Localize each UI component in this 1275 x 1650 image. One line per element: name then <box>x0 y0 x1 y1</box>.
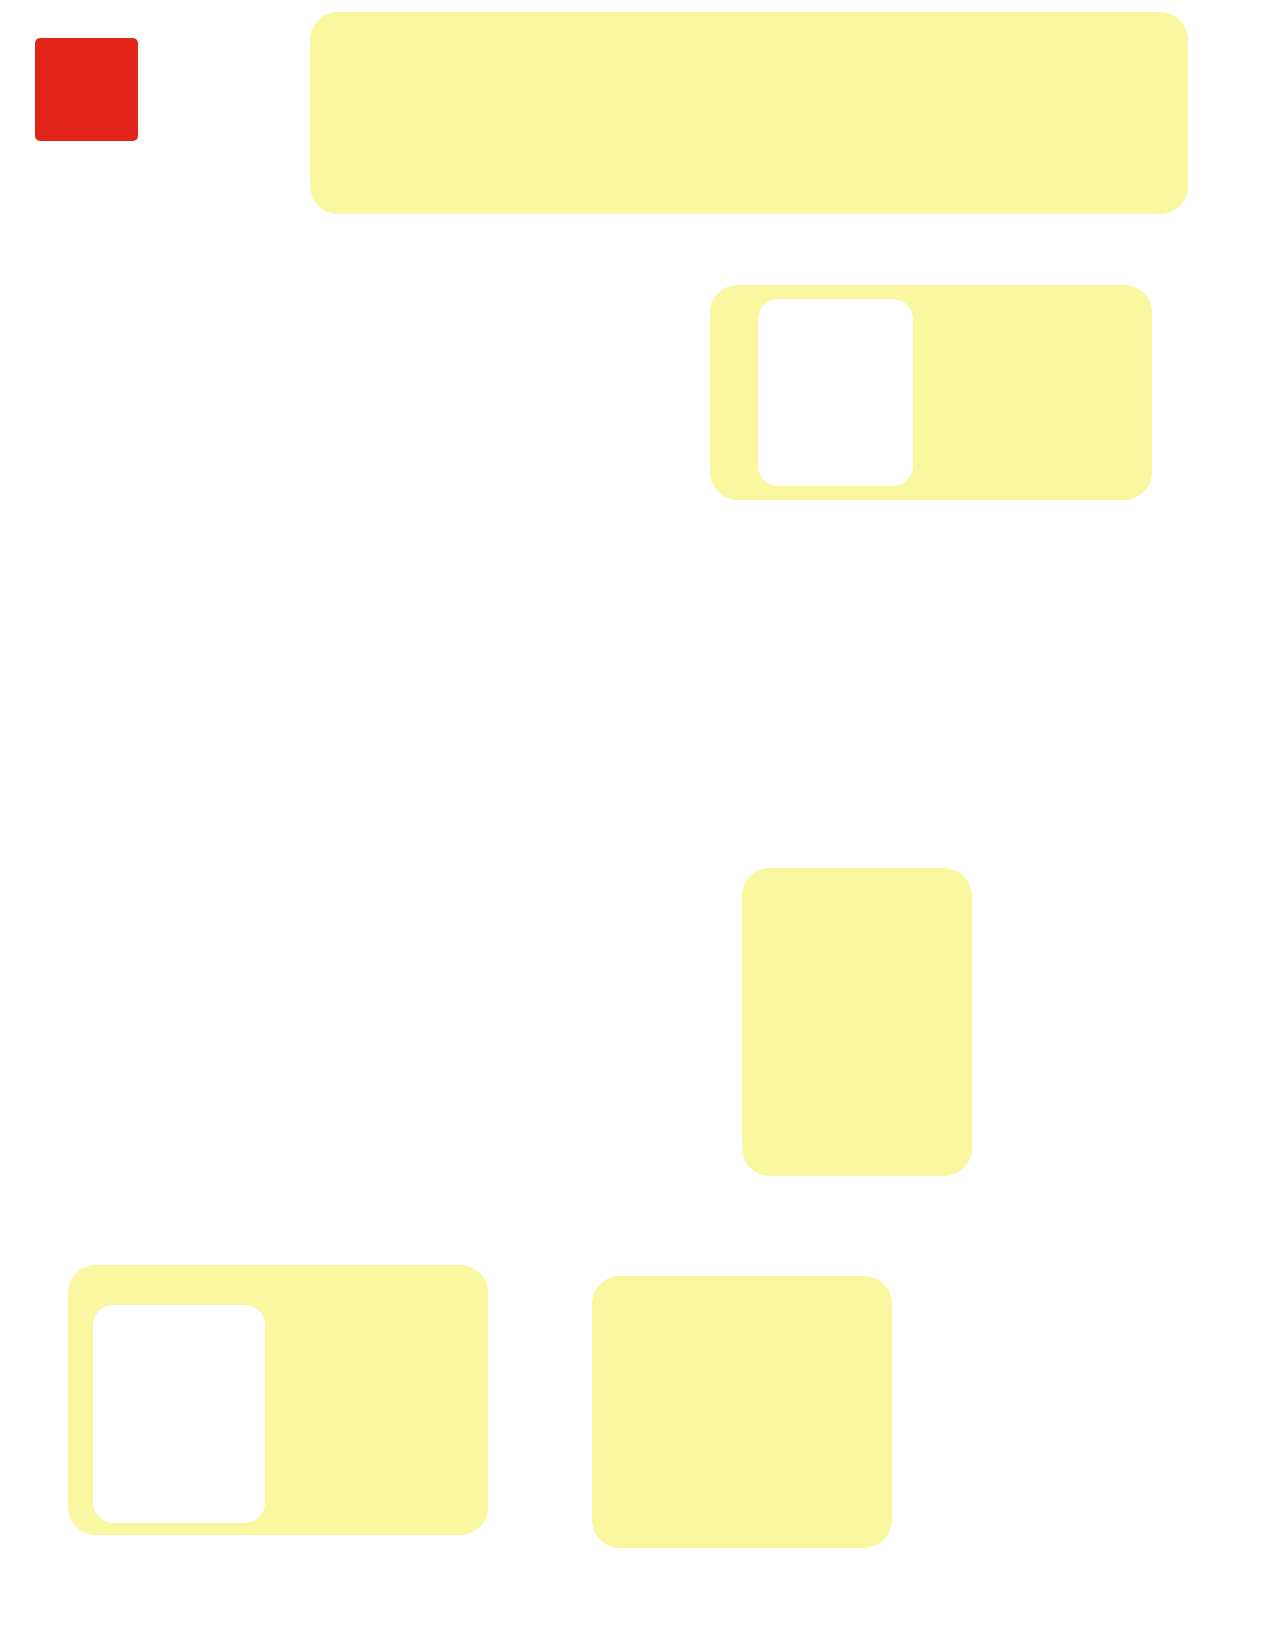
lego-logo-art <box>35 38 138 141</box>
callout-headlight-whitebox <box>758 299 913 486</box>
slope-unit-illustration <box>742 868 972 1176</box>
lego-logo <box>35 38 138 141</box>
callout-arch-unit <box>68 1265 488 1535</box>
callout-slope-unit <box>742 868 972 1176</box>
parts-list-panel <box>310 12 1188 214</box>
arch-unit-illustration <box>93 1305 265 1523</box>
headlight-unit-illustration <box>758 299 913 486</box>
arch-assembly-illustration <box>276 1273 486 1533</box>
final-model-illustration <box>920 1332 1230 1547</box>
callout-headlight-unit <box>710 285 1152 500</box>
callout-spout-unit <box>592 1276 892 1548</box>
callout-arch-whitebox <box>93 1305 265 1523</box>
spout-unit-illustration <box>592 1276 892 1548</box>
headlight-plate-illustration <box>912 285 1152 500</box>
